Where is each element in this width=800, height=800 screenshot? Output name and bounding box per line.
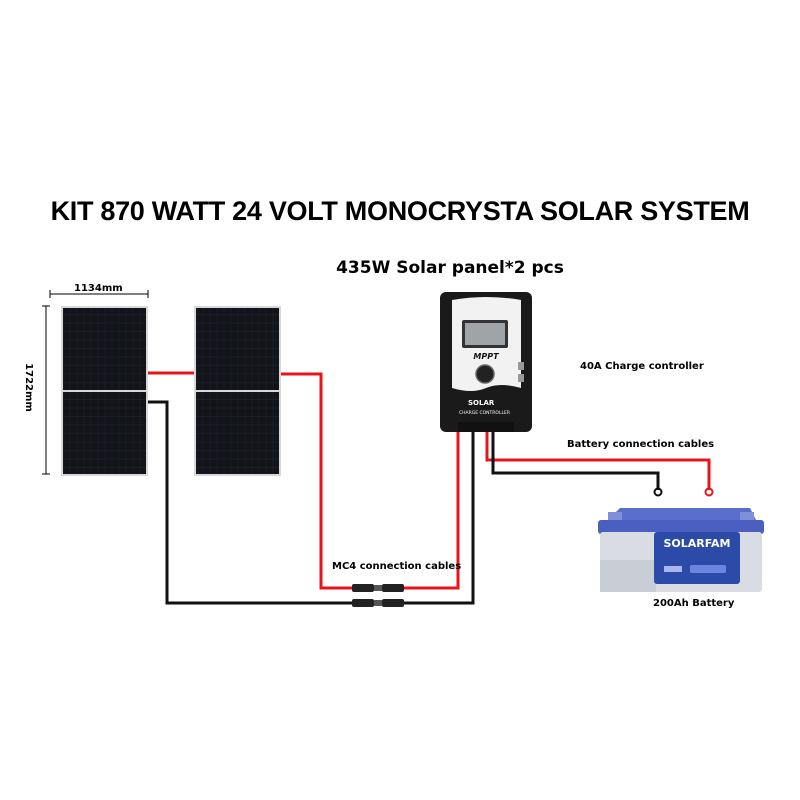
battery-cable-label: Battery connection cables — [567, 439, 715, 450]
solar-panel-2 — [194, 306, 281, 476]
width-dimension-label: 1134mm — [74, 283, 123, 294]
panel-to-controller-negative-wire — [148, 400, 360, 605]
panel-to-controller-positive-wire — [280, 372, 398, 590]
charge-controller: MPPT SOLAR CHARGE CONTROLLER — [440, 292, 532, 432]
charge-controller-label: 40A Charge controller — [580, 361, 704, 372]
controller-negative-wire — [402, 431, 475, 605]
controller-sub-text: CHARGE CONTROLLER — [459, 410, 510, 416]
battery-brand-text: SOLARFAM — [664, 537, 731, 550]
battery-positive-wire — [485, 431, 711, 490]
width-dimension — [49, 290, 149, 298]
controller-brand-text: SOLAR — [468, 399, 495, 407]
mc4-cable-label: MC4 connection cables — [332, 561, 462, 572]
height-dimension-label: 1722mm — [22, 363, 34, 412]
mc4-connector-negative — [352, 599, 404, 607]
battery: SOLARFAM — [598, 508, 764, 592]
mc4-connector-positive — [352, 584, 404, 592]
panel-label: 435W Solar panel*2 pcs — [336, 258, 564, 278]
mppt-text: MPPT — [473, 352, 499, 361]
page-title: KIT 870 WATT 24 VOLT MONOCRYSTA SOLAR SY… — [50, 196, 750, 226]
height-dimension — [42, 305, 50, 475]
controller-positive-wire — [398, 431, 460, 590]
battery-negative-wire — [491, 431, 660, 490]
battery-label: 200Ah Battery — [653, 598, 735, 609]
solar-panel-1 — [61, 306, 148, 476]
battery-terminals — [653, 487, 714, 497]
